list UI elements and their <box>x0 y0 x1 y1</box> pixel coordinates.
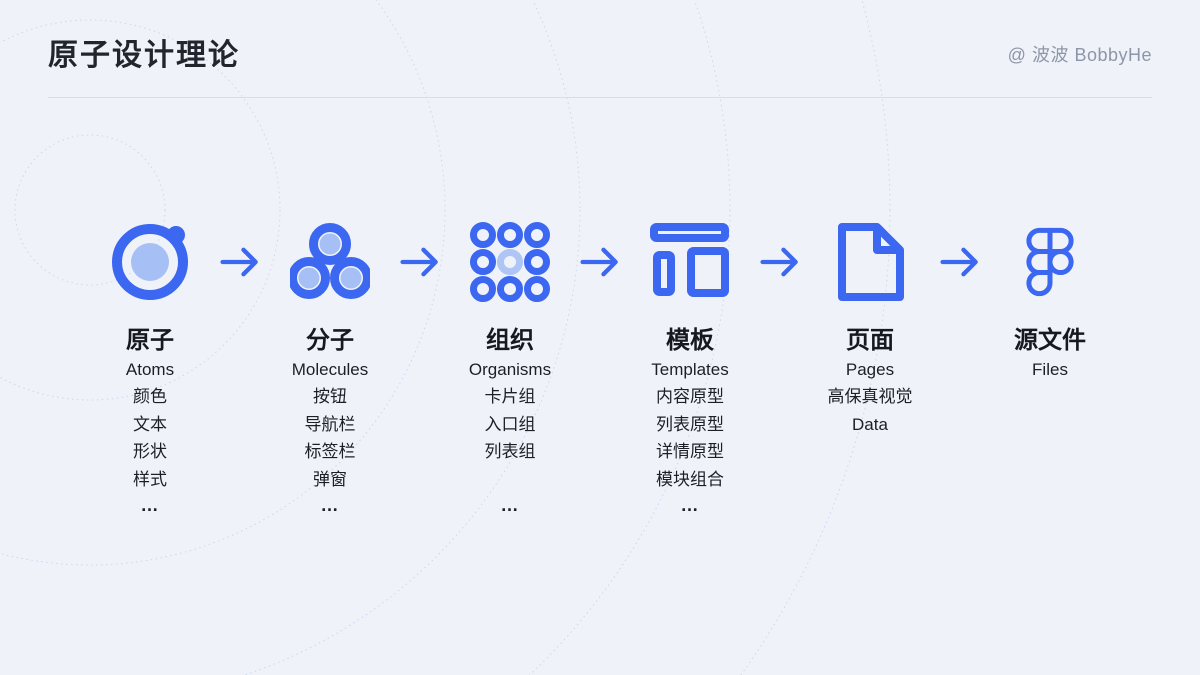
page-document-icon <box>800 220 940 304</box>
arrow-right-icon <box>940 247 978 277</box>
stage-item: 列表原型 <box>656 414 724 434</box>
stage-item <box>980 411 1120 439</box>
organisms-grid-icon <box>440 220 580 304</box>
arrow-right-icon <box>760 247 798 277</box>
stage-item: 样式 <box>133 469 167 489</box>
molecules-icon <box>260 220 400 304</box>
figma-icon <box>980 220 1120 304</box>
stage-zh-label: 组织 <box>486 327 534 354</box>
stage-item <box>800 466 940 494</box>
stage-more-ellipsis: … <box>140 495 160 515</box>
stage-item: 形状 <box>133 442 167 461</box>
stage-item: 按钮 <box>313 387 347 406</box>
flow-arrow <box>580 220 620 304</box>
author-credit: @ 波波 BobbyHe <box>1007 45 1152 65</box>
stage-en-label: Templates <box>651 360 729 379</box>
stage-item: 高保真视觉 <box>827 387 913 406</box>
stage-zh-label: 页面 <box>846 327 894 354</box>
stage-zh-label: 分子 <box>306 327 354 354</box>
stage-molecules: 分子 Molecules 按钮 导航栏 标签栏 弹窗 … <box>260 220 400 521</box>
arrow-right-icon <box>220 247 258 277</box>
atomic-design-flow: 原子 Atoms 颜色 文本 形状 样式 … 分子 Molecules 按钮 导… <box>80 220 1120 521</box>
stage-en-label: Atoms <box>125 360 175 379</box>
stage-pages: 页面 Pages 高保真视觉 Data <box>800 220 940 521</box>
stage-more-ellipsis <box>800 493 940 521</box>
stage-more-ellipsis: … <box>320 495 340 515</box>
arrow-right-icon <box>580 247 618 277</box>
stage-more-ellipsis: … <box>680 495 700 515</box>
stage-item <box>980 383 1120 411</box>
stage-item: 详情原型 <box>656 442 724 461</box>
stage-item: 文本 <box>133 414 167 434</box>
stage-organisms: 组织 Organisms 卡片组 入口组 列表组 … <box>440 220 580 521</box>
flow-arrow <box>760 220 800 304</box>
stage-zh-label: 原子 <box>126 327 174 354</box>
stage-item: 颜色 <box>133 387 167 406</box>
flow-arrow <box>400 220 440 304</box>
header-divider <box>48 97 1152 98</box>
stage-more-ellipsis: … <box>500 495 520 515</box>
stage-atoms: 原子 Atoms 颜色 文本 形状 样式 … <box>80 220 220 521</box>
stage-item: 入口组 <box>484 414 536 434</box>
page-title: 原子设计理论 <box>48 39 240 72</box>
template-layout-icon <box>620 220 760 304</box>
stage-templates: 模板 Templates 内容原型 列表原型 详情原型 模块组合 … <box>620 220 760 521</box>
stage-more-ellipsis <box>980 493 1120 521</box>
stage-zh-label: 模板 <box>666 327 714 354</box>
stage-item: 列表组 <box>484 442 536 461</box>
stage-item: Data <box>852 414 888 434</box>
flow-arrow <box>220 220 260 304</box>
stage-en-label: Organisms <box>468 360 552 379</box>
stage-zh-label: 源文件 <box>1014 327 1086 354</box>
stage-item: 标签栏 <box>304 442 356 461</box>
stage-item <box>980 466 1120 494</box>
stage-en-label: Files <box>1032 360 1068 379</box>
stage-item: 模块组合 <box>656 469 724 489</box>
stage-item <box>980 438 1120 466</box>
stage-en-label: Pages <box>845 360 895 379</box>
flow-arrow <box>940 220 980 304</box>
atom-icon <box>80 220 220 304</box>
stage-en-label: Molecules <box>291 360 369 379</box>
stage-item: 弹窗 <box>313 469 347 489</box>
stage-item: 导航栏 <box>304 414 356 434</box>
arrow-right-icon <box>400 247 438 277</box>
stage-item: 内容原型 <box>656 387 724 406</box>
stage-files: 源文件 Files <box>980 220 1120 521</box>
stage-item: 卡片组 <box>484 387 536 406</box>
stage-item <box>800 438 940 466</box>
stage-item <box>440 466 580 494</box>
